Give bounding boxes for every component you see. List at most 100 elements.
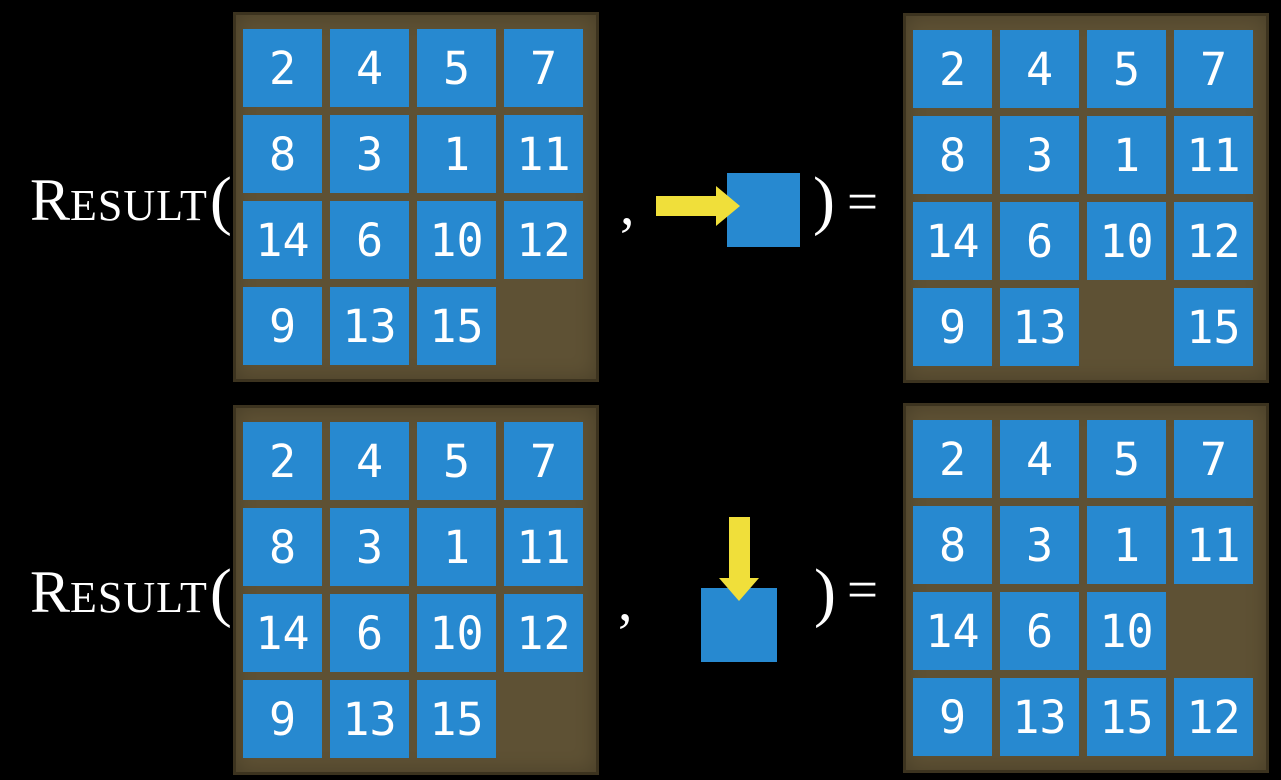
open-paren: ( <box>209 164 232 237</box>
puzzle-tile: 8 <box>913 116 992 194</box>
tile-number: 1 <box>442 520 471 574</box>
right-arrow-icon <box>656 196 718 216</box>
comma-separator: , <box>620 172 635 237</box>
tile-number: 9 <box>268 299 297 353</box>
result-function-label: RESULT( <box>30 166 232 234</box>
function-name-smallcaps: ESULT <box>70 181 208 230</box>
puzzle-tile: 7 <box>1174 420 1253 498</box>
tile-number: 6 <box>1025 214 1054 268</box>
tile-number: 12 <box>1186 214 1241 268</box>
puzzle-tile: 3 <box>330 115 409 193</box>
tile-number: 2 <box>938 432 967 486</box>
tile-number: 11 <box>1186 128 1241 182</box>
tile-number: 10 <box>429 213 484 267</box>
puzzle-tile: 10 <box>1087 202 1166 280</box>
puzzle-tile: 8 <box>243 115 322 193</box>
puzzle-tile: 11 <box>1174 116 1253 194</box>
tile-number: 14 <box>925 214 980 268</box>
tile-number: 13 <box>342 299 397 353</box>
tile-number: 14 <box>255 606 310 660</box>
tile-number: 14 <box>255 213 310 267</box>
puzzle-tile: 9 <box>243 680 322 758</box>
empty-cell <box>1087 288 1166 366</box>
puzzle-tile: 14 <box>243 594 322 672</box>
tile-number: 13 <box>1012 300 1067 354</box>
tile-number: 3 <box>355 127 384 181</box>
tile-number: 3 <box>1025 518 1054 572</box>
tile-number: 2 <box>268 41 297 95</box>
tile-number: 4 <box>1025 432 1054 486</box>
tile-number: 15 <box>1186 300 1241 354</box>
tile-number: 5 <box>442 434 471 488</box>
tile-number: 9 <box>268 692 297 746</box>
tile-number: 7 <box>1199 42 1228 96</box>
down-arrow-icon <box>729 517 750 579</box>
close-paren: ) <box>814 556 836 629</box>
tile-number: 15 <box>429 692 484 746</box>
tile-number: 1 <box>1112 128 1141 182</box>
empty-cell <box>504 680 583 758</box>
puzzle-tile: 15 <box>417 680 496 758</box>
function-name-initial: R <box>30 167 71 233</box>
tile-number: 8 <box>268 520 297 574</box>
tile-number: 6 <box>355 606 384 660</box>
puzzle-tile: 11 <box>504 508 583 586</box>
tile-number: 15 <box>1099 690 1154 744</box>
right-arrow-head-icon <box>716 186 740 226</box>
puzzle-tile: 1 <box>1087 506 1166 584</box>
puzzle-tile: 6 <box>330 201 409 279</box>
tile-number: 15 <box>429 299 484 353</box>
tile-number: 8 <box>268 127 297 181</box>
puzzle-tile: 2 <box>913 30 992 108</box>
equals-sign: = <box>847 171 879 232</box>
puzzle-tile: 3 <box>1000 506 1079 584</box>
empty-cell <box>1174 592 1253 670</box>
puzzle-tile: 14 <box>913 202 992 280</box>
tile-number: 12 <box>516 213 571 267</box>
puzzle-tile: 9 <box>243 287 322 365</box>
puzzle-tile: 2 <box>243 29 322 107</box>
tile-number: 3 <box>355 520 384 574</box>
puzzle-tile: 8 <box>913 506 992 584</box>
puzzle-tile: 11 <box>1174 506 1253 584</box>
tile-number: 10 <box>429 606 484 660</box>
tile-number: 11 <box>516 520 571 574</box>
result-function-label: RESULT( <box>30 558 232 626</box>
tile-number: 7 <box>529 434 558 488</box>
tile-number: 14 <box>925 604 980 658</box>
puzzle-tile: 9 <box>913 678 992 756</box>
tile-number: 1 <box>1112 518 1141 572</box>
tile-number: 11 <box>516 127 571 181</box>
puzzle-tile: 12 <box>504 594 583 672</box>
puzzle-tile: 12 <box>1174 678 1253 756</box>
puzzle-tile: 12 <box>1174 202 1253 280</box>
puzzle-tile: 2 <box>913 420 992 498</box>
empty-cell <box>504 287 583 365</box>
comma-separator: , <box>618 568 633 633</box>
puzzle-tile: 10 <box>1087 592 1166 670</box>
tile-number: 4 <box>355 41 384 95</box>
tile-number: 6 <box>1025 604 1054 658</box>
tile-number: 4 <box>1025 42 1054 96</box>
puzzle-tile: 11 <box>504 115 583 193</box>
down-arrow-head-icon <box>719 578 759 601</box>
puzzle-tile: 7 <box>504 422 583 500</box>
tile-number: 5 <box>1112 42 1141 96</box>
tile-number: 6 <box>355 213 384 267</box>
tile-number: 11 <box>1186 518 1241 572</box>
puzzle-tile: 5 <box>417 29 496 107</box>
tile-number: 9 <box>938 690 967 744</box>
puzzle-tile: 9 <box>913 288 992 366</box>
tile-number: 4 <box>355 434 384 488</box>
puzzle-tile: 13 <box>1000 288 1079 366</box>
equals-sign: = <box>847 559 879 620</box>
tile-number: 5 <box>442 41 471 95</box>
puzzle-tile: 5 <box>1087 30 1166 108</box>
puzzle-tile: 14 <box>913 592 992 670</box>
puzzle-tile: 15 <box>417 287 496 365</box>
puzzle-tile: 15 <box>1087 678 1166 756</box>
puzzle-tile: 13 <box>330 680 409 758</box>
